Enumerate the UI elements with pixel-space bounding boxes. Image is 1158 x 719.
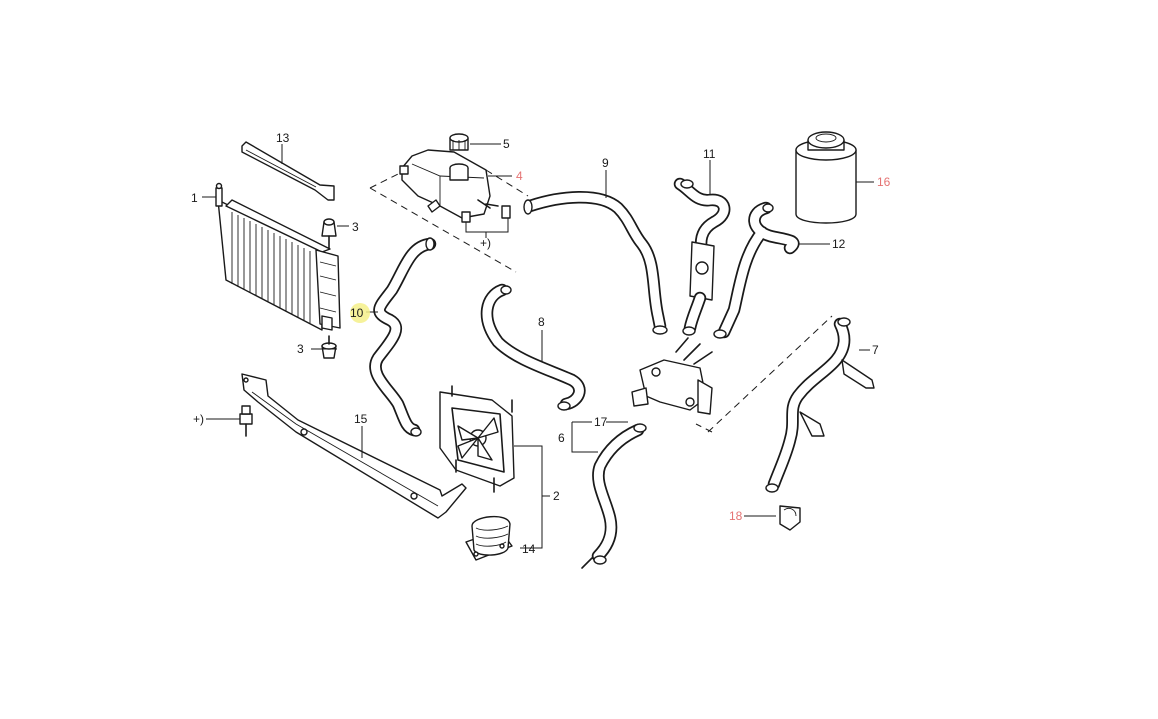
part-9-hose[interactable] [523, 191, 668, 335]
part-11-hose[interactable] [673, 177, 731, 336]
part-12-hose[interactable] [713, 201, 800, 339]
callout-13[interactable]: 13 [276, 131, 290, 145]
part-16-reservoir[interactable] [795, 131, 857, 224]
part-3-lower-mount[interactable] [321, 335, 337, 359]
bolt[interactable] [239, 405, 253, 437]
callout-8[interactable]: 8 [538, 315, 545, 329]
callout-17[interactable]: 17 [594, 415, 608, 429]
callout-10[interactable]: 10 [350, 306, 364, 320]
callout-9[interactable]: 9 [602, 156, 609, 170]
part-2-fan-shroud[interactable] [439, 385, 515, 493]
highlight-marker [350, 303, 370, 323]
callout-18[interactable]: 18 [729, 509, 743, 523]
part-17-hose[interactable] [581, 423, 647, 569]
thermostat-housing[interactable] [631, 337, 713, 415]
callout-14[interactable]: 14 [522, 542, 536, 556]
part-1-radiator[interactable] [215, 182, 341, 331]
part-15-lower-bracket[interactable] [241, 373, 467, 519]
part-4-expansion-tank[interactable] [399, 149, 511, 238]
callout-15[interactable]: 15 [354, 412, 368, 426]
callout-4[interactable]: 4 [516, 169, 523, 183]
part-5-filler-cap[interactable] [449, 133, 469, 151]
part-7-hose[interactable] [765, 317, 875, 493]
callout-1[interactable]: 1 [191, 191, 198, 205]
callout-labels: 1 2 3 3 4 5 6 7 8 9 10 11 12 13 14 15 16… [191, 131, 891, 556]
leader-lines [202, 143, 874, 549]
callout-6[interactable]: 6 [558, 431, 565, 445]
callout-plus-b[interactable]: +) [193, 412, 204, 426]
tank-dashed-outline [369, 169, 529, 273]
callout-plus-a[interactable]: +) [480, 236, 491, 250]
part-13-upper-bracket[interactable] [241, 141, 335, 201]
callout-16[interactable]: 16 [877, 175, 891, 189]
part-8-hose[interactable] [480, 283, 586, 411]
callout-7[interactable]: 7 [872, 343, 879, 357]
part-18-clip[interactable] [779, 505, 801, 531]
callout-3b[interactable]: 3 [297, 342, 304, 356]
part-10-hose[interactable] [369, 237, 437, 437]
callout-2[interactable]: 2 [553, 489, 560, 503]
part-14-mount[interactable] [465, 516, 513, 561]
part-3-upper-mount[interactable] [321, 218, 337, 249]
callout-5[interactable]: 5 [503, 137, 510, 151]
thermostat-dashed-outline [695, 315, 833, 433]
callout-12[interactable]: 12 [832, 237, 846, 251]
callout-11[interactable]: 11 [703, 147, 716, 161]
callout-3a[interactable]: 3 [352, 220, 359, 234]
